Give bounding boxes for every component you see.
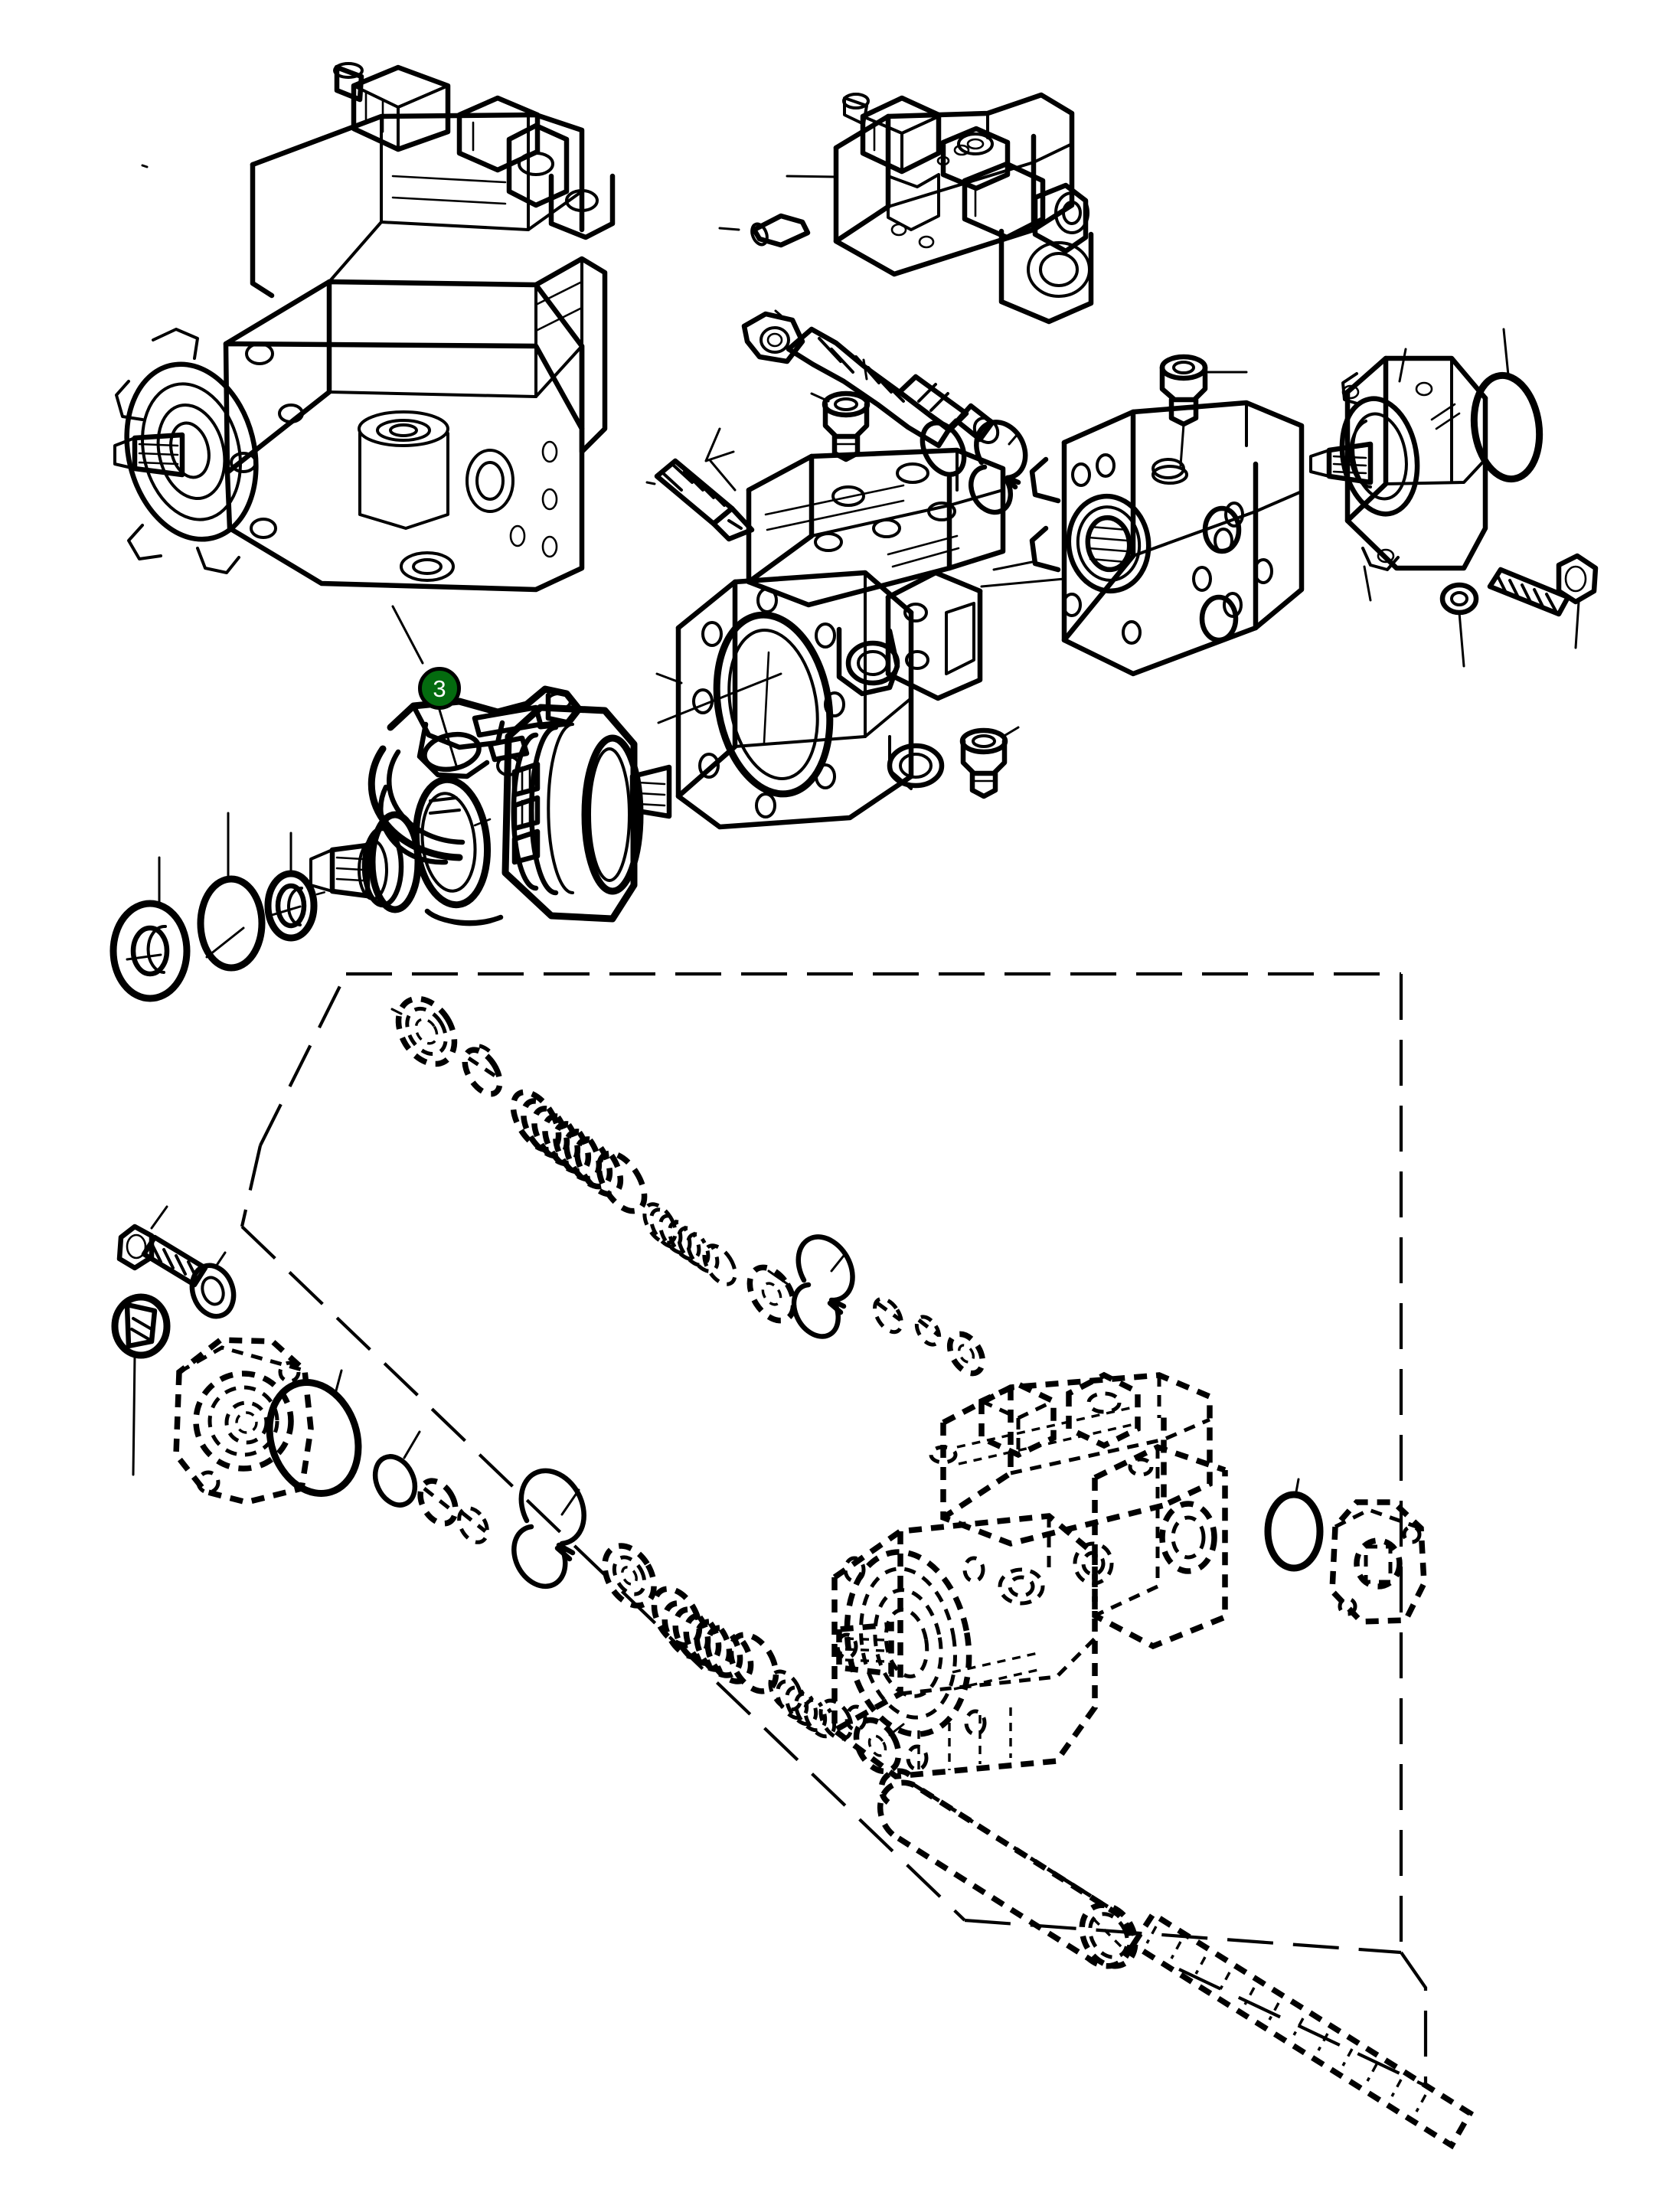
- main-pump-assembly: [113, 62, 616, 665]
- callout-badge-label: 3: [433, 675, 446, 702]
- bottom-pump-body: [831, 1371, 1228, 1779]
- shaft-seal-stack: [109, 812, 335, 1002]
- gear-pump: [1309, 328, 1599, 668]
- regulator-detail: [111, 995, 1475, 2150]
- sleeve-and-rod: [877, 1768, 1475, 2150]
- pump-housing: [655, 427, 1006, 830]
- threaded-stud: [645, 458, 755, 542]
- spool-valve-parts: [741, 309, 1028, 515]
- cover-plate: [111, 1205, 314, 1505]
- control-valve-block: [786, 92, 1094, 325]
- callout-badge-3[interactable]: 3: [418, 667, 461, 710]
- port-block: [980, 354, 1305, 677]
- bottom-end-cover: [1264, 1478, 1427, 1625]
- rotary-group-assembly: [309, 685, 672, 926]
- regulator-upper-string: [390, 995, 986, 1377]
- plug-screw-lower: [959, 726, 1020, 799]
- plug-screw-upper: [810, 390, 871, 462]
- dowel-pin: [718, 213, 811, 248]
- regulator-lower-string: [266, 1369, 905, 1775]
- callout-3-leader: [438, 708, 458, 767]
